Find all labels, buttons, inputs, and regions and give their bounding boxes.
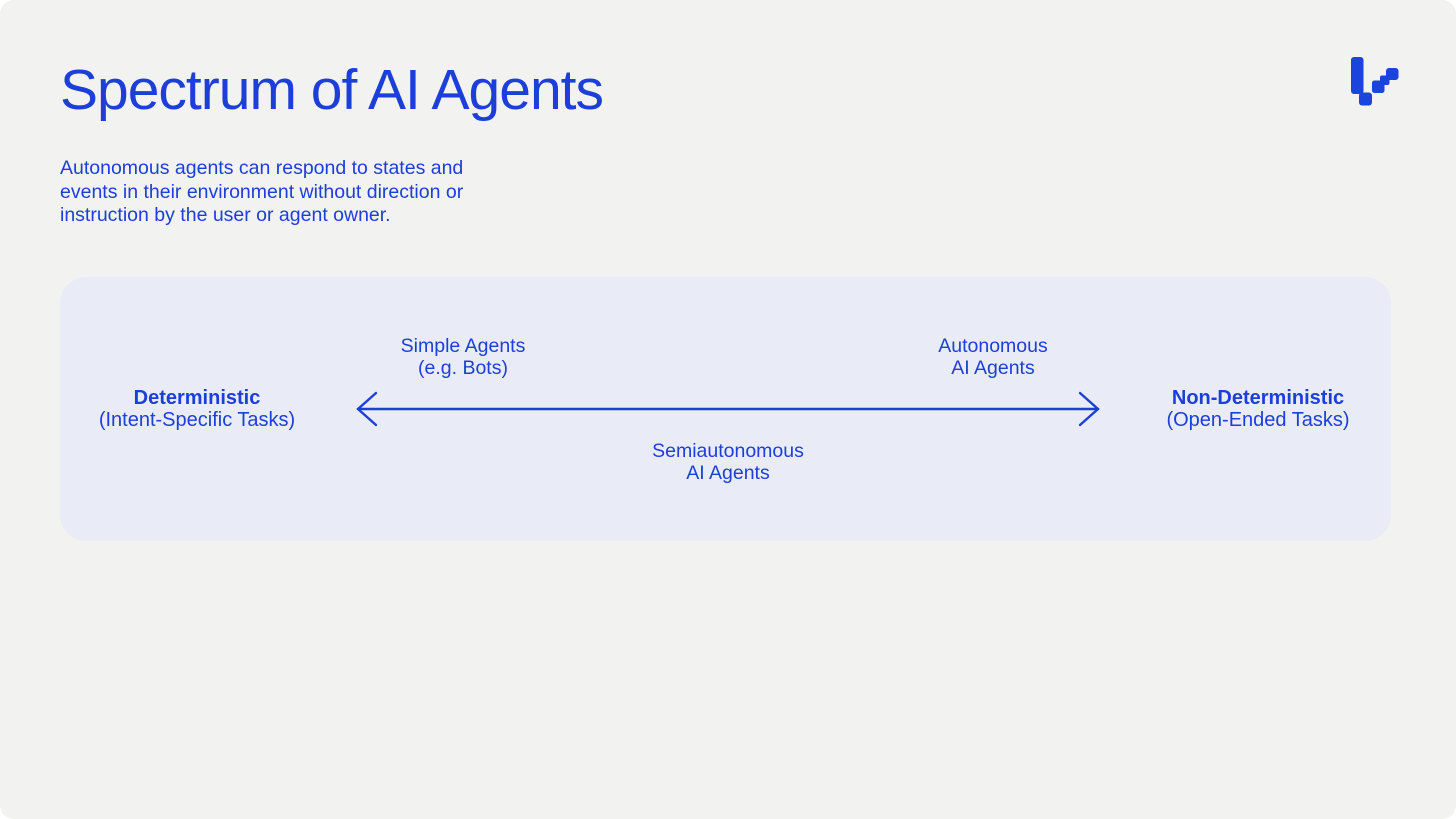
label-line: AI Agents <box>951 357 1035 379</box>
label-semiautonomous-ai-agents: Semiautonomous AI Agents <box>618 440 838 484</box>
spectrum-double-arrow-icon <box>355 389 1101 429</box>
label-line: (e.g. Bots) <box>418 357 508 379</box>
endpoint-label: Deterministic <box>133 387 261 409</box>
label-line: AI Agents <box>686 462 770 484</box>
label-line: Autonomous <box>938 335 1048 357</box>
label-autonomous-ai-agents: Autonomous AI Agents <box>893 335 1093 379</box>
page-title: Spectrum of AI Agents <box>60 58 604 122</box>
label-line: Semiautonomous <box>652 440 804 462</box>
page-subtitle: Autonomous agents can respond to states … <box>60 157 463 228</box>
endpoint-label: Non-Deterministic <box>1171 387 1345 409</box>
endpoint-non-deterministic: Non-Deterministic (Open-Ended Tasks) <box>1128 387 1388 431</box>
endpoint-sublabel: (Open-Ended Tasks) <box>1166 409 1350 431</box>
endpoint-deterministic: Deterministic (Intent-Specific Tasks) <box>67 387 327 431</box>
endpoint-sublabel: (Intent-Specific Tasks) <box>98 409 296 431</box>
label-line: Simple Agents <box>400 335 526 357</box>
subtitle-line: Autonomous agents can respond to states … <box>60 157 464 179</box>
subtitle-line: instruction by the user or agent owner. <box>60 204 391 226</box>
subtitle-line: events in their environment without dire… <box>60 180 464 203</box>
label-simple-agents: Simple Agents (e.g. Bots) <box>363 335 563 379</box>
brand-logo-icon <box>1351 57 1399 109</box>
spectrum-panel: Simple Agents (e.g. Bots) Autonomous AI … <box>60 277 1391 541</box>
